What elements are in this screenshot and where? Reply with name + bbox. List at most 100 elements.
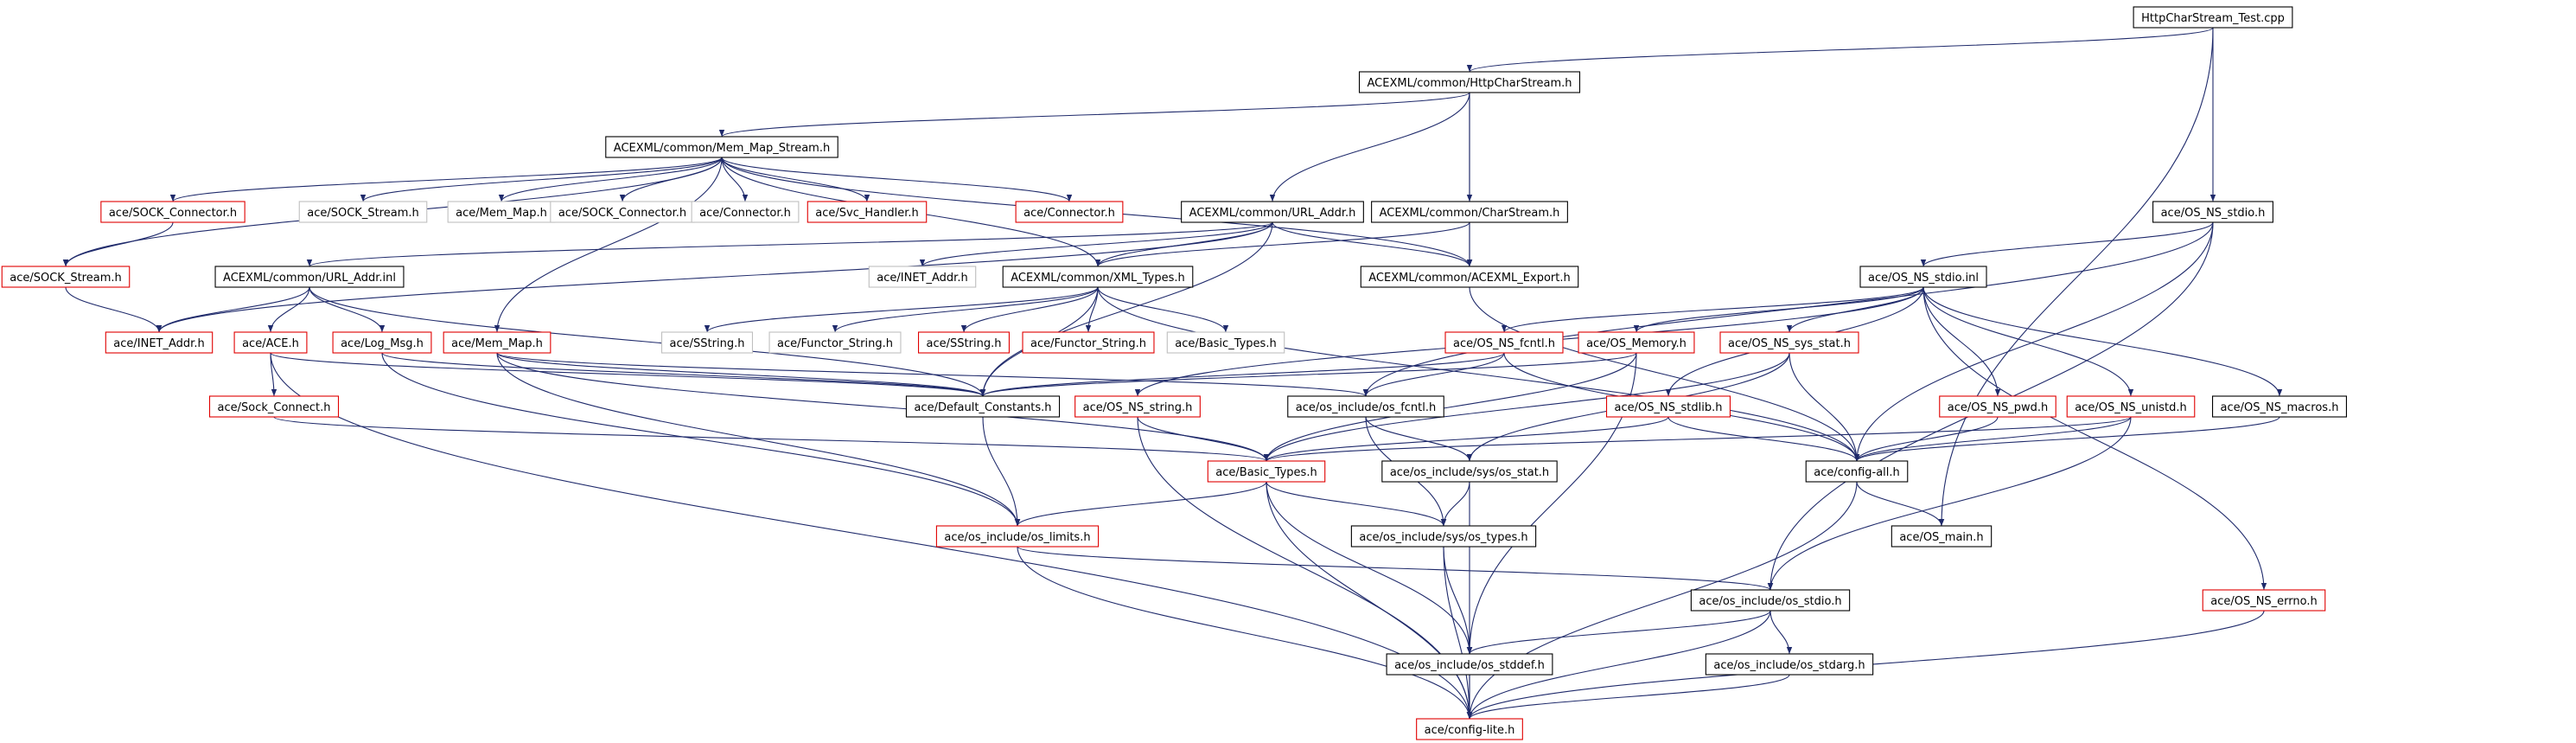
node-osinclimits[interactable]: ace/os_include/os_limits.h [935,525,1100,548]
edge-urladdrinl-to-defconst [309,286,986,397]
edge-mms-to-sockconn [170,157,723,202]
node-configall[interactable]: ace/config-all.h [1805,460,1909,483]
node-sstring_g[interactable]: ace/SString.h [660,331,754,354]
node-label: ACEXML/common/HttpCharStream.h [1368,77,1572,90]
node-sockconnect[interactable]: ace/Sock_Connect.h [208,395,340,418]
node-osmain[interactable]: ace/OS_main.h [1891,525,1993,548]
edge-root-to-osmain [1938,27,2214,527]
edge-osnsunistd-to-configall [1853,416,2132,462]
node-urladdr[interactable]: ACEXML/common/URL_Addr.h [1181,201,1364,223]
node-label: ACEXML/common/XML_Types.h [1011,272,1185,285]
node-osnsstring[interactable]: ace/OS_NS_string.h [1074,395,1201,418]
node-box [208,395,340,418]
node-root[interactable]: HttpCharStream_Test.cpp [2133,6,2293,29]
edge-osincstdarg-to-configlite [1466,674,1790,720]
node-label: ace/SOCK_Connector.h [109,207,237,220]
node-label: ace/OS_NS_pwd.h [1948,401,2048,414]
edge-urladdr-to-urladdrinl [307,221,1273,267]
node-osnserrno[interactable]: ace/OS_NS_errno.h [2202,589,2326,612]
node-basictypes_g[interactable]: ace/Basic_Types.h [1166,331,1285,354]
node-osmemory[interactable]: ace/OS_Memory.h [1578,331,1695,354]
node-osincsystypes[interactable]: ace/os_include/sys/os_types.h [1350,525,1537,548]
node-sockconn_g[interactable]: ace/SOCK_Connector.h [550,201,695,223]
node-osincfcntl[interactable]: ace/os_include/os_fcntl.h [1287,395,1444,418]
node-memmap_g[interactable]: ace/Mem_Map.h [447,201,556,223]
node-box [105,331,214,354]
node-memmap[interactable]: ace/Mem_Map.h [443,331,552,354]
edge-osincsystypes-to-configlite [1443,546,1473,720]
node-box [868,266,977,288]
edge-mms-to-memmap [494,157,723,333]
edge-osincstdio-to-osincstddef [1466,610,1771,655]
node-osnsstdioinl[interactable]: ace/OS_NS_stdio.inl [1859,266,1987,288]
edge-urladdrinl-to-inetaddr [156,286,310,333]
node-box [1386,653,1553,676]
node-label: ace/Sock_Connect.h [218,401,331,414]
edge-osnspwd-to-configall [1853,416,1999,462]
edge-osnsstdlib-to-configall [1667,416,1860,462]
node-basictypes[interactable]: ace/Basic_Types.h [1207,460,1326,483]
edge-urladdr-to-inetaddr [156,221,1273,333]
node-osnsmacros[interactable]: ace/OS_NS_macros.h [2212,395,2347,418]
node-sockstream_g[interactable]: ace/SOCK_Stream.h [298,201,428,223]
node-label: ACEXML/common/CharStream.h [1380,207,1560,220]
node-acexmlexport[interactable]: ACEXML/common/ACEXML_Export.h [1360,266,1579,288]
node-box [1444,331,1564,354]
node-xmltypes[interactable]: ACEXML/common/XML_Types.h [1002,266,1194,288]
node-connector[interactable]: ace/Connector.h [1015,201,1124,223]
node-box [1002,266,1194,288]
node-box [1416,718,1523,740]
node-configlite[interactable]: ace/config-lite.h [1416,718,1523,740]
node-label: ace/OS_NS_stdlib.h [1615,401,1723,414]
node-svch[interactable]: ace/Svc_Handler.h [807,201,928,223]
node-label: ACEXML/common/ACEXML_Export.h [1368,272,1570,285]
node-box [1805,460,1909,483]
node-box [1719,331,1859,354]
node-osnsunistd[interactable]: ace/OS_NS_unistd.h [2066,395,2196,418]
node-connector_g[interactable]: ace/Connector.h [691,201,800,223]
edge-osincstdio-to-configlite [1466,610,1771,720]
node-defconst[interactable]: ace/Default_Constants.h [905,395,1061,418]
edge-urladdr-to-defconst [979,221,1273,397]
node-inetaddr_g[interactable]: ace/INET_Addr.h [868,266,977,288]
edge-osnsmacros-to-configall [1853,416,2280,462]
node-osnspwd[interactable]: ace/OS_NS_pwd.h [1939,395,2056,418]
node-osnssysstat[interactable]: ace/OS_NS_sys_stat.h [1719,331,1859,354]
edge-memmap-to-defconst [496,352,985,397]
edge-osnsfcntl-to-defconst [980,352,1505,397]
node-label: ace/OS_main.h [1899,531,1983,544]
node-sockconn[interactable]: ace/SOCK_Connector.h [100,201,245,223]
edge-osnsunistd-to-basictypes [1264,416,2132,462]
node-httpcs[interactable]: ACEXML/common/HttpCharStream.h [1358,71,1581,93]
node-sstring[interactable]: ace/SString.h [917,331,1011,354]
node-osincsysstat[interactable]: ace/os_include/sys/os_stat.h [1381,460,1558,483]
node-ace[interactable]: ace/ACE.h [233,331,308,354]
node-box [1287,395,1444,418]
node-osincstddef[interactable]: ace/os_include/os_stddef.h [1386,653,1553,676]
node-osincstdio[interactable]: ace/os_include/os_stdio.h [1690,589,1851,612]
node-urladdrinl[interactable]: ACEXML/common/URL_Addr.inl [214,266,405,288]
node-box [443,331,552,354]
node-functorstring_g[interactable]: ace/Functor_String.h [768,331,902,354]
node-box [917,331,1011,354]
node-functorstring[interactable]: ace/Functor_String.h [1022,331,1155,354]
node-osnsstdlib[interactable]: ace/OS_NS_stdlib.h [1605,395,1731,418]
node-osincstdarg[interactable]: ace/os_include/os_stdarg.h [1705,653,1874,676]
edge-osnssysstat-to-basictypes [1263,352,1790,462]
node-mms[interactable]: ACEXML/common/Mem_Map_Stream.h [605,136,838,158]
node-osnsfcntl[interactable]: ace/OS_NS_fcntl.h [1444,331,1564,354]
node-sockstream[interactable]: ace/SOCK_Stream.h [1,266,131,288]
edge-osnssysstat-to-configall [1789,352,1860,462]
node-charstream[interactable]: ACEXML/common/CharStream.h [1371,201,1568,223]
edge-xmltypes-to-basictypes_g [1097,286,1229,333]
edge-logmsg-to-defconst [381,352,985,397]
node-osnsstdio[interactable]: ace/OS_NS_stdio.h [2152,201,2273,223]
node-label: ace/os_include/os_limits.h [944,531,1090,544]
edge-xmltypes-to-sstring_g [704,286,1099,333]
edge-configall-to-configlite [1466,481,1858,720]
node-box [2066,395,2196,418]
node-inetaddr[interactable]: ace/INET_Addr.h [105,331,214,354]
node-logmsg[interactable]: ace/Log_Msg.h [332,331,432,354]
edge-sockconn-to-sockstream [62,221,174,267]
